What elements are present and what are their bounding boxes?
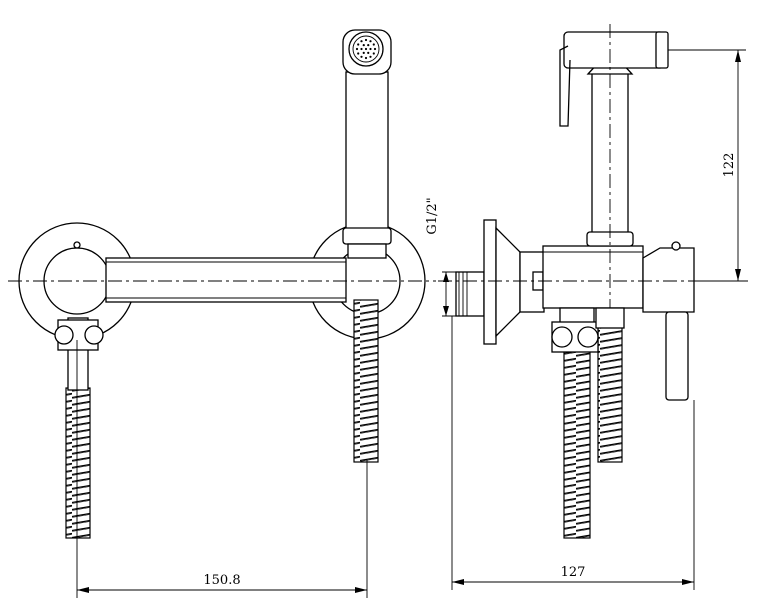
nozzle-dot xyxy=(357,43,360,46)
left-hose xyxy=(65,387,91,539)
nozzle-dot xyxy=(367,51,370,55)
side-handle xyxy=(665,311,689,401)
dimension-sprayer-height: 122 xyxy=(668,49,746,282)
side-depth-label: 127 xyxy=(561,565,586,580)
nozzle-dot xyxy=(355,47,359,51)
sprayer-body xyxy=(345,71,389,235)
nozzle-dot xyxy=(360,47,363,51)
connecting-arm xyxy=(105,257,347,303)
nozzle-dot xyxy=(373,47,377,51)
nozzle-dot xyxy=(360,40,363,43)
left-set-screw xyxy=(73,241,81,249)
nozzle-dot xyxy=(367,44,370,47)
side-hose-1 xyxy=(563,345,591,539)
spray-head xyxy=(348,31,384,67)
nozzle-dot xyxy=(362,51,365,55)
nozzle-dot xyxy=(364,38,368,42)
nozzle-dot xyxy=(360,55,363,58)
nozzle-dot xyxy=(357,52,360,55)
nozzle-dot xyxy=(372,52,375,55)
nozzle-dot xyxy=(372,43,375,46)
dimension-side-depth: 127 xyxy=(451,316,695,590)
nozzle-dot xyxy=(369,47,372,51)
nozzle-dot xyxy=(364,56,368,60)
nozzle-dot xyxy=(362,44,365,47)
nozzle-dot xyxy=(369,40,372,43)
nozzle-dot xyxy=(364,47,368,51)
side-trigger xyxy=(559,45,571,127)
side-hose-2 xyxy=(597,321,623,463)
nozzle-dot xyxy=(369,55,372,58)
thread-stub xyxy=(455,271,485,317)
side-view xyxy=(438,24,748,539)
dimension-thread: G1/2" xyxy=(425,197,456,317)
side-valve-body xyxy=(542,245,644,309)
front-view xyxy=(8,29,436,539)
right-hose xyxy=(353,299,379,463)
thread-label: G1/2" xyxy=(425,197,440,234)
front-width-label: 150.8 xyxy=(203,573,240,588)
side-flange xyxy=(483,219,497,345)
sprayer-height-label: 122 xyxy=(722,153,737,178)
spray-nozzles xyxy=(355,38,377,60)
dimension-front-width: 150.8 xyxy=(76,340,368,598)
side-spray-head xyxy=(563,31,665,69)
